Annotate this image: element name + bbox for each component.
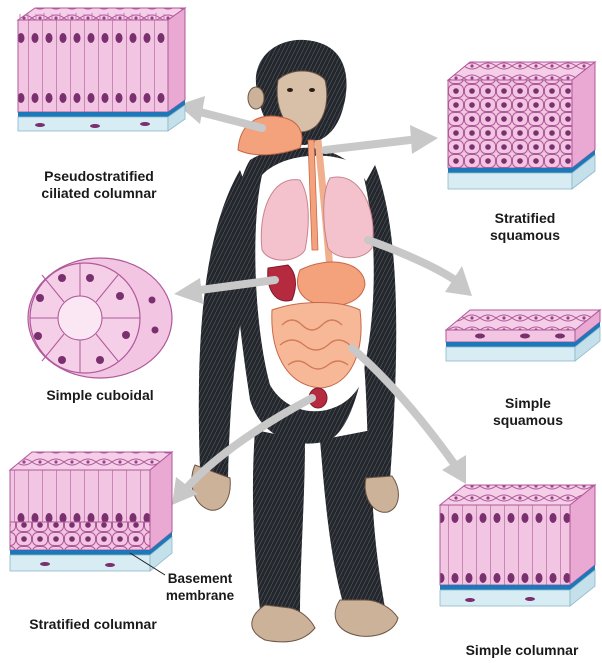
label-line: Simple columnar bbox=[448, 642, 596, 659]
pseudostratified-ciliated-columnar-tissue bbox=[18, 8, 185, 131]
label-line: Stratified bbox=[470, 210, 580, 227]
label-simple-cuboidal: Simple cuboidal bbox=[20, 387, 180, 404]
label-line: Simple bbox=[468, 395, 588, 412]
simple-squamous-tissue bbox=[446, 310, 600, 361]
stratified-columnar-tissue bbox=[10, 452, 172, 575]
label-line: Basement bbox=[150, 570, 250, 587]
label-stratified-squamous: Stratified squamous bbox=[470, 210, 580, 244]
label-line: Pseudostratified bbox=[14, 168, 184, 185]
label-stratified-columnar: Stratified columnar bbox=[8, 616, 178, 633]
chimpanzee-figure bbox=[192, 40, 399, 642]
label-line: Stratified columnar bbox=[8, 616, 178, 633]
label-line: squamous bbox=[468, 412, 588, 429]
label-simple-columnar: Simple columnar bbox=[448, 642, 596, 659]
label-line: ciliated columnar bbox=[14, 185, 184, 202]
simple-columnar-tissue bbox=[440, 485, 595, 606]
stratified-squamous-tissue bbox=[448, 62, 595, 189]
simple-cuboidal-tissue bbox=[28, 258, 172, 378]
label-line: membrane bbox=[150, 587, 250, 604]
label-line: squamous bbox=[470, 227, 580, 244]
label-pseudostratified-ciliated-columnar: Pseudostratified ciliated columnar bbox=[14, 168, 184, 202]
label-simple-squamous: Simple squamous bbox=[468, 395, 588, 429]
label-basement-membrane: Basement membrane bbox=[150, 570, 250, 604]
label-line: Simple cuboidal bbox=[20, 387, 180, 404]
